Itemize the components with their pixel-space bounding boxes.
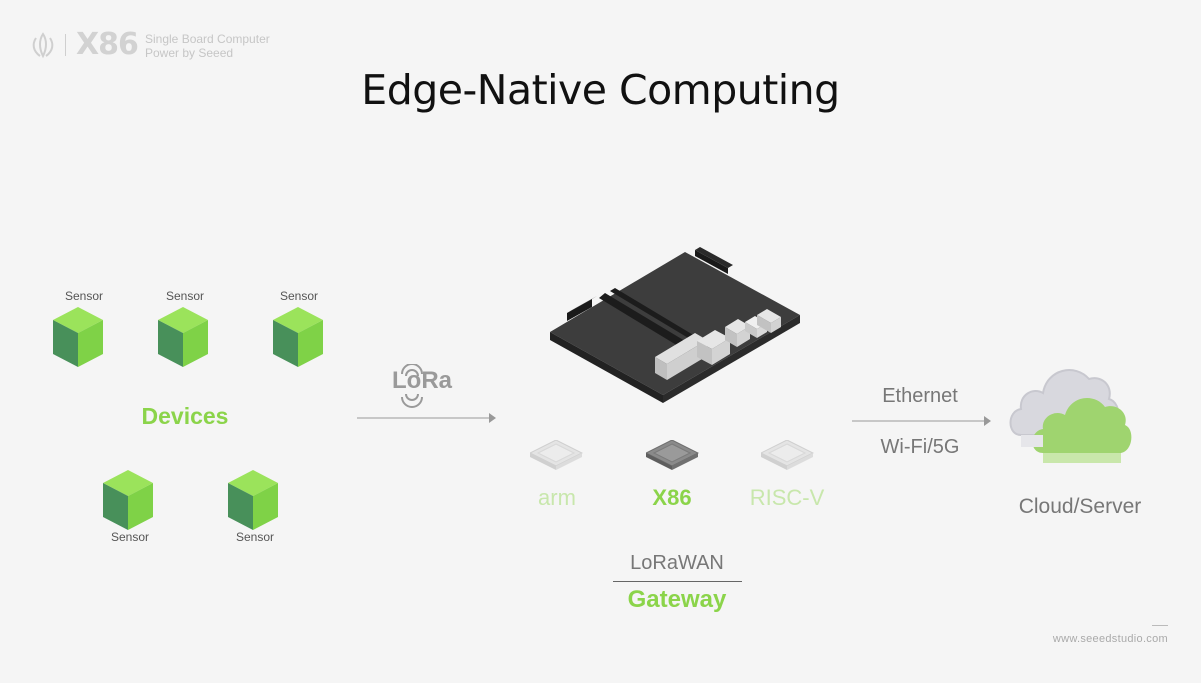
connection-arrow xyxy=(852,416,991,426)
wifi-5g-label: Wi-Fi/5G xyxy=(880,436,960,458)
brand-header: X86 Single Board Computer Power by Seeed xyxy=(28,27,308,64)
cpu-chip-icon xyxy=(530,440,583,471)
chip-label-x86: X86 xyxy=(652,485,692,510)
seeed-logo-icon xyxy=(32,32,54,59)
sensor-cube-icon xyxy=(228,470,278,530)
brand-name: X86 xyxy=(76,27,139,62)
gateway-divider xyxy=(613,581,742,582)
brand-tagline-1: Single Board Computer xyxy=(145,32,270,46)
chip-label-riscv: RISC-V xyxy=(749,485,825,510)
lorawan-label: LoRaWAN xyxy=(630,552,724,574)
cloud-server-label: Cloud/Server xyxy=(1018,495,1142,518)
sensor-cube-icon xyxy=(273,307,323,367)
cpu-chip-icon xyxy=(646,440,699,471)
ethernet-label: Ethernet xyxy=(882,385,958,407)
sensor-label: Sensor xyxy=(64,289,104,303)
sensor-label: Sensor xyxy=(165,289,205,303)
sensor-label: Sensor xyxy=(279,289,319,303)
sensor-cube-icon xyxy=(103,470,153,530)
page-title: Edge-Native Computing xyxy=(361,66,840,114)
sbc-board-icon xyxy=(550,247,800,403)
lora-icon: LoRa xyxy=(392,364,453,408)
sensor-cube-icon xyxy=(53,307,103,367)
footer-url: www.seeedstudio.com xyxy=(1052,633,1168,645)
sensor-cube-icon xyxy=(158,307,208,367)
sensor-label: Sensor xyxy=(110,530,150,544)
brand-divider xyxy=(65,34,66,56)
cpu-chip-icon xyxy=(761,440,814,471)
devices-label: Devices xyxy=(141,403,229,429)
cloud-icon xyxy=(1009,369,1132,463)
brand-tagline-2: Power by Seeed xyxy=(145,46,234,60)
footer-dash xyxy=(1152,625,1168,626)
gateway-label: Gateway xyxy=(627,586,727,613)
lora-arrow xyxy=(357,413,496,423)
sensor-label: Sensor xyxy=(235,530,275,544)
chip-label-arm: arm xyxy=(538,485,576,510)
